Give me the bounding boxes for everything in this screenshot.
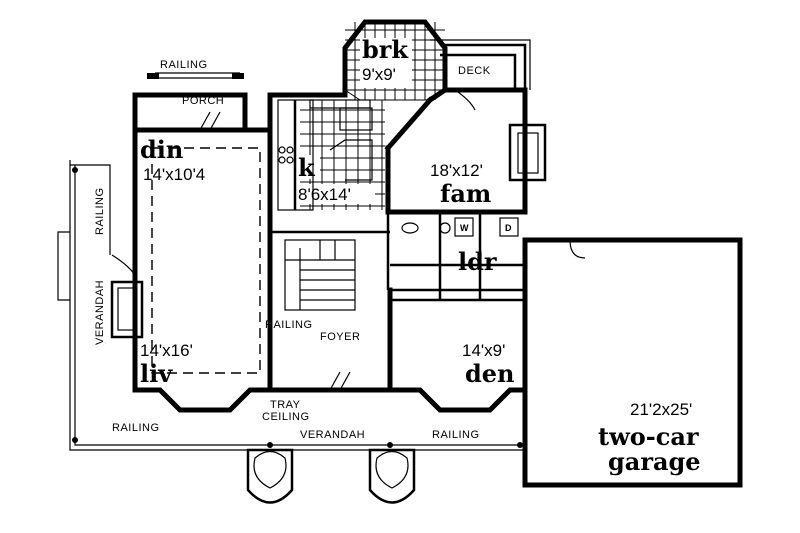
railing-bottom-right-label: RAILING xyxy=(432,429,480,441)
deck-label: DECK xyxy=(458,65,491,77)
living-fireplace xyxy=(110,280,144,339)
tray-ceiling-outline xyxy=(151,147,261,374)
dryer-label: D xyxy=(505,223,512,233)
verandah-bottom-label: VERANDAH xyxy=(300,429,365,441)
tray-ceiling-label-2: CEILING xyxy=(262,411,310,423)
doors xyxy=(111,89,586,391)
railing-left-label: RAILING xyxy=(94,187,106,235)
exterior-walls xyxy=(132,19,743,488)
garage-label-line2: garage xyxy=(608,447,701,476)
den-size: 14'x9' xyxy=(462,341,505,360)
railing-stair-label: RAILING xyxy=(265,319,313,331)
garage-label-line1: two-car xyxy=(598,422,699,451)
ldr-label: ldr xyxy=(458,247,497,276)
railing-top-label: RAILING xyxy=(160,59,208,71)
tray-ceiling-label-1: TRAY xyxy=(270,399,301,411)
annotation-labels: RAILING RAILING VERANDAH RAILING RAILING… xyxy=(94,59,480,441)
brk-label: brk xyxy=(362,35,409,64)
fam-size: 18'x12' xyxy=(430,161,483,180)
din-size: 14'x10'4 xyxy=(143,165,205,184)
din-label: din xyxy=(140,135,183,164)
porch-label: PORCH xyxy=(182,95,224,107)
washer-label: W xyxy=(460,223,469,233)
railing-bottom-left-label: RAILING xyxy=(112,422,160,434)
kitchen-size: 8'6x14' xyxy=(298,185,351,204)
front-planters xyxy=(246,448,416,504)
garage-size: 21'2x25' xyxy=(630,400,692,419)
verandah-left-label: VERANDAH xyxy=(94,280,106,345)
fam-label: fam xyxy=(440,179,491,208)
liv-label: liv xyxy=(140,359,173,388)
brk-size: 9'x9' xyxy=(362,65,396,84)
kitchen-label: k xyxy=(298,153,316,182)
verandah xyxy=(57,72,525,451)
liv-size: 14'x16' xyxy=(140,341,193,360)
staircase xyxy=(284,239,356,311)
room-labels: brk 9'x9' DECK din 14'x10'4 k 8'6x14' 18… xyxy=(140,35,701,476)
den-label: den xyxy=(465,359,515,388)
interior-walls xyxy=(267,99,525,393)
foyer-label: FOYER xyxy=(320,331,360,343)
